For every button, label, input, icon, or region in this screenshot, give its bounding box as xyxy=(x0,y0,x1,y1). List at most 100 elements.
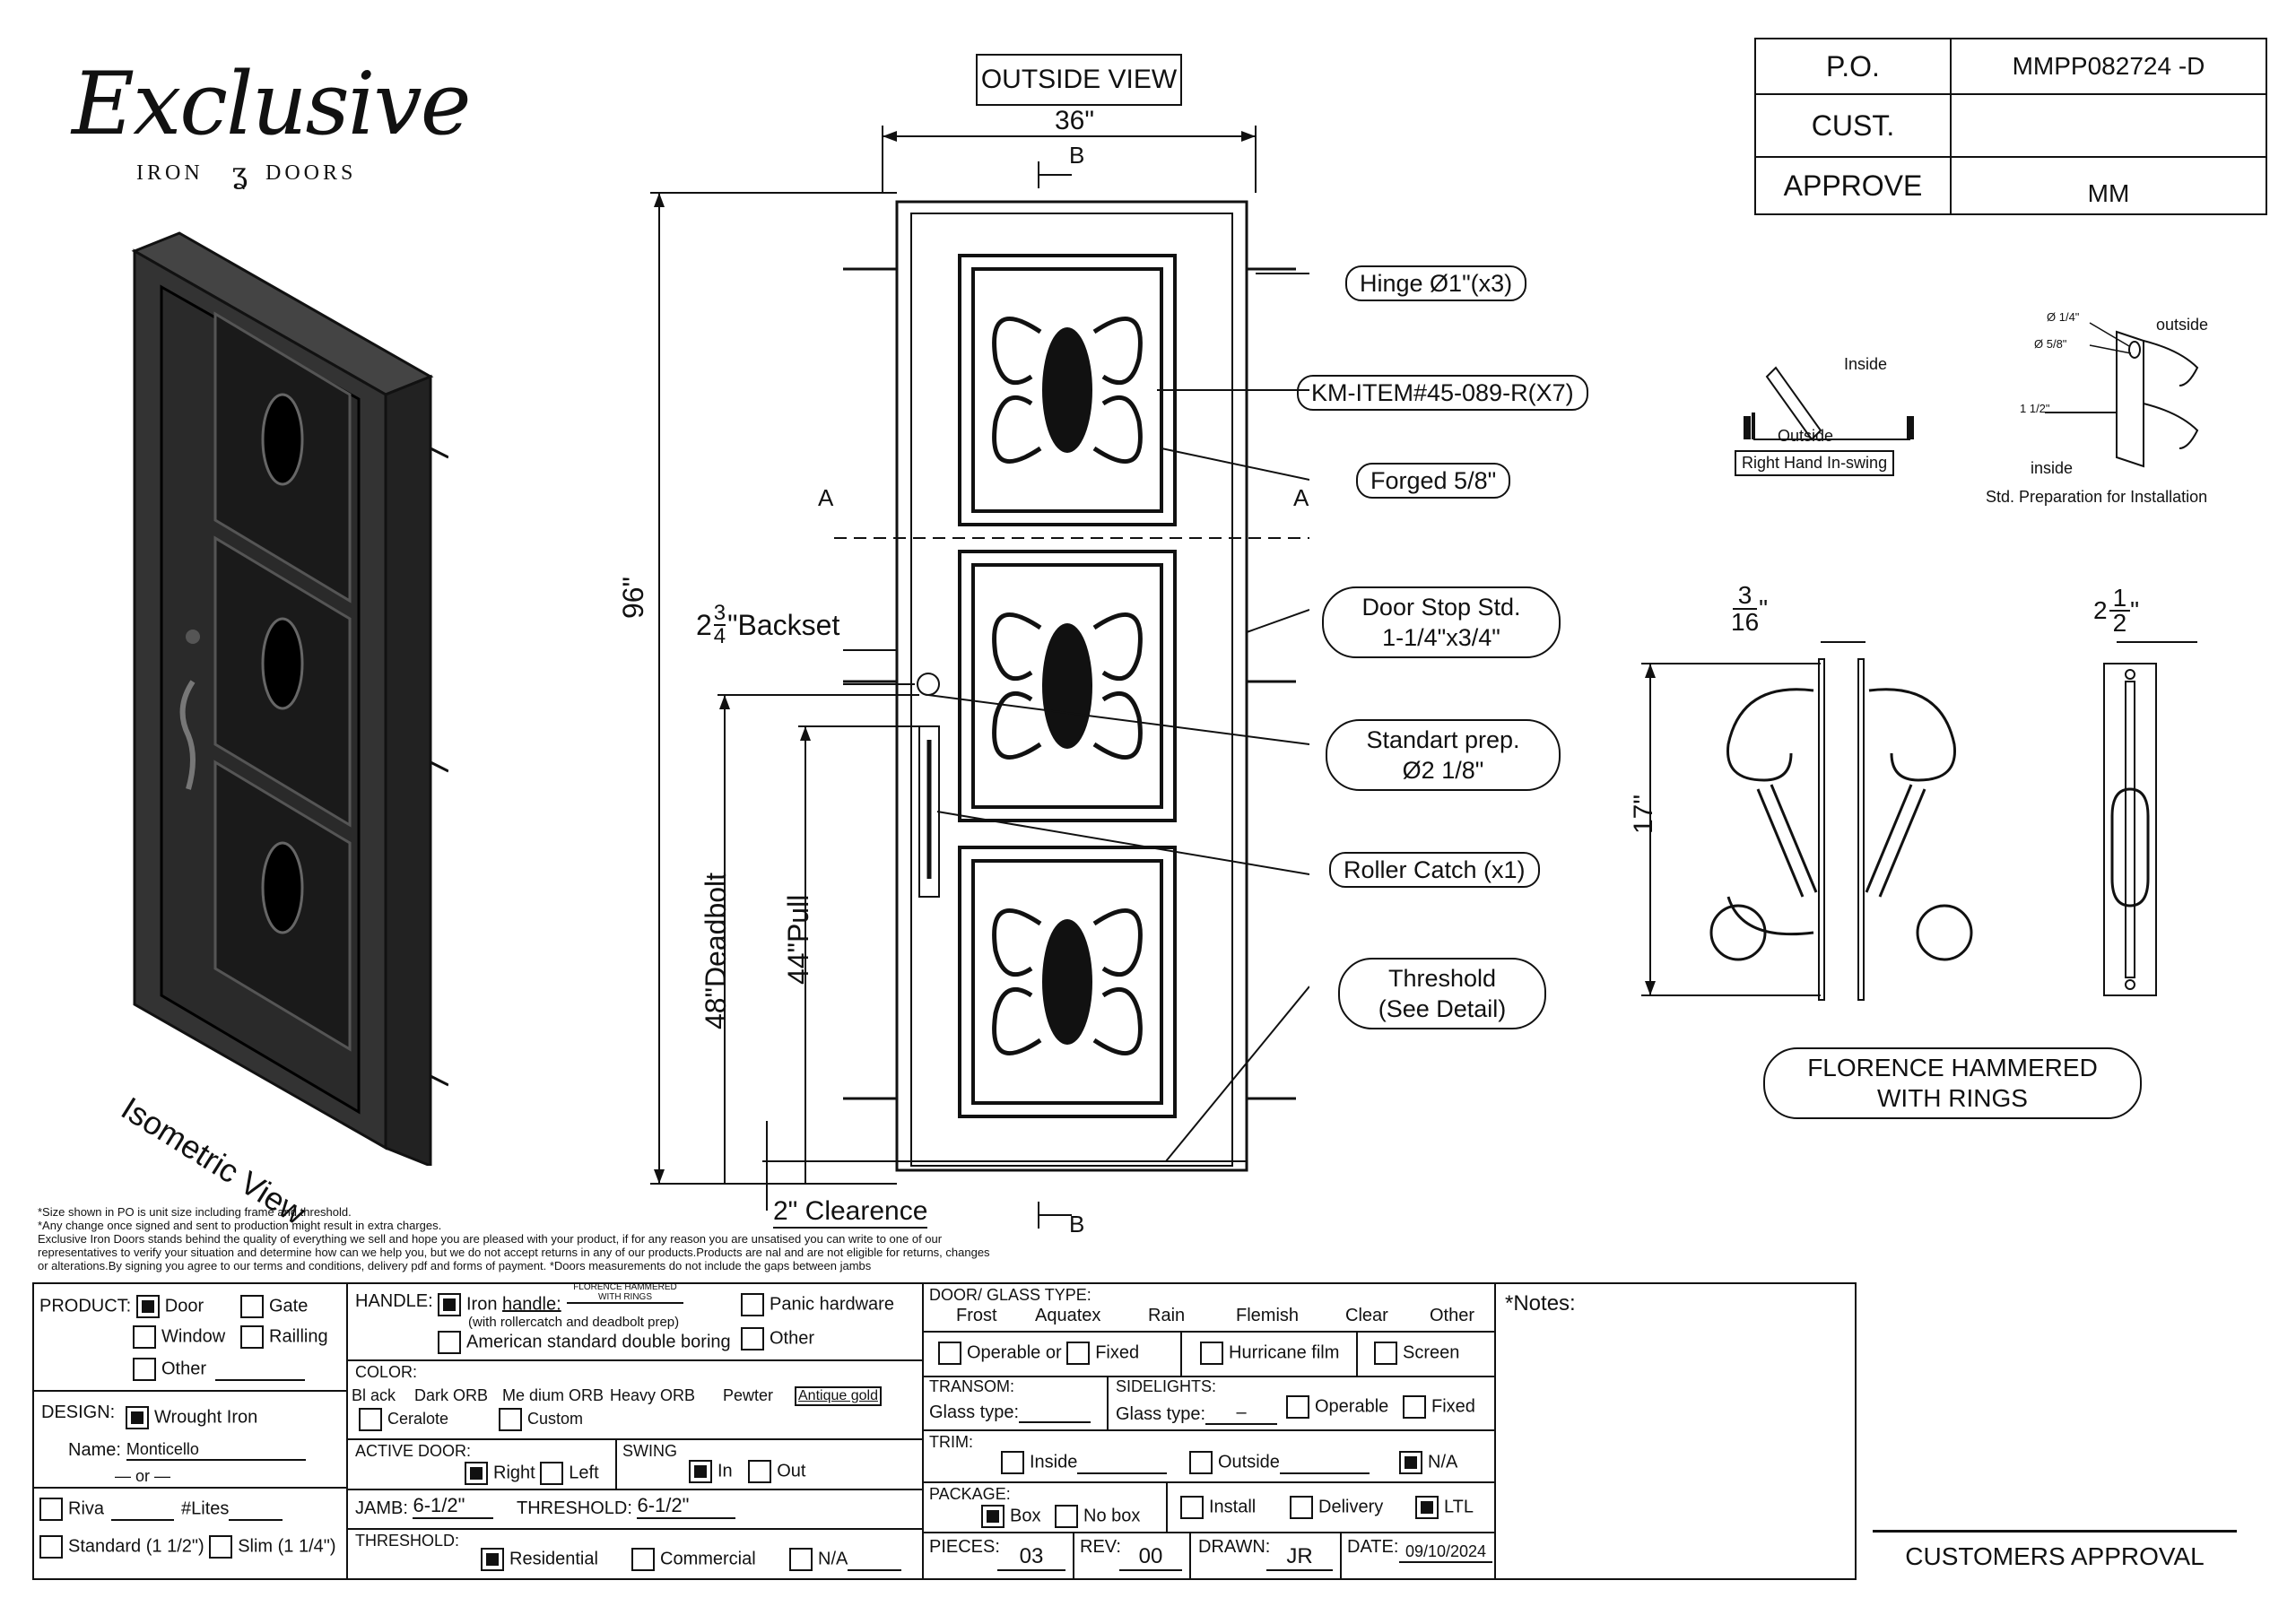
trim-outside-checkbox[interactable] xyxy=(1189,1451,1213,1474)
notes-label: *Notes: xyxy=(1505,1291,1576,1316)
panic-hardware-checkbox[interactable] xyxy=(741,1293,764,1316)
section-a-right: A xyxy=(1293,484,1309,511)
backset-text: "Backset xyxy=(727,608,840,641)
glass-operable-checkbox[interactable] xyxy=(938,1342,961,1365)
depth-whole: 2 xyxy=(2093,596,2108,624)
handle-detail-drawing xyxy=(1641,641,2197,1001)
prep-outside: outside xyxy=(2156,316,2209,334)
jamb-threshold-field[interactable]: 6-1/2" xyxy=(637,1494,736,1519)
riva-checkbox[interactable] xyxy=(39,1498,63,1521)
po-table: P.O. MMPP082724 -D CUST. APPROVE MM xyxy=(1754,38,2267,215)
rev-field[interactable]: 00 xyxy=(1119,1544,1182,1571)
gap-den: 16 xyxy=(1731,608,1760,636)
sidelights-operable-checkbox[interactable] xyxy=(1286,1395,1309,1419)
swing-in-checkbox[interactable] xyxy=(689,1460,712,1483)
outside-view-title: OUTSIDE VIEW xyxy=(980,65,1178,94)
gap-unit: " xyxy=(1759,595,1769,622)
handle-american-checkbox[interactable] xyxy=(438,1331,461,1354)
glass-other[interactable]: Other xyxy=(1430,1306,1475,1325)
package-box-checkbox[interactable] xyxy=(981,1505,1004,1528)
glass-aquatex[interactable]: Aquatex xyxy=(1035,1306,1101,1325)
pieces-field[interactable]: 03 xyxy=(997,1544,1065,1571)
main-door-drawing xyxy=(650,126,1309,1229)
product-gate-checkbox[interactable] xyxy=(240,1295,264,1318)
product-railling-checkbox[interactable] xyxy=(240,1325,264,1349)
color-antique-gold[interactable]: Antique gold xyxy=(795,1386,882,1406)
design-wrought-checkbox[interactable] xyxy=(126,1406,149,1429)
handle-other-checkbox[interactable] xyxy=(741,1327,764,1350)
active-right-checkbox[interactable] xyxy=(465,1462,488,1485)
outside-view-title-box: OUTSIDE VIEW xyxy=(976,54,1182,106)
product-door-checkbox[interactable] xyxy=(135,1295,160,1318)
glass-clear[interactable]: Clear xyxy=(1345,1306,1388,1325)
threshold-residential-checkbox[interactable] xyxy=(481,1548,504,1571)
package-nobox-checkbox[interactable] xyxy=(1055,1505,1079,1528)
product-window-checkbox[interactable] xyxy=(133,1325,156,1349)
pull-dim: 44"Pull xyxy=(782,894,814,985)
handle-iron-checkbox[interactable] xyxy=(438,1293,461,1316)
hurricane-checkbox[interactable] xyxy=(1200,1342,1223,1365)
standard-checkbox[interactable] xyxy=(39,1535,63,1559)
product-label: PRODUCT: xyxy=(39,1296,132,1316)
section-b-bottom: B xyxy=(1069,1211,1085,1238)
date-field[interactable]: 09/10/2024 xyxy=(1399,1542,1492,1563)
color-medium-orb[interactable]: Me dium ORB xyxy=(502,1386,604,1404)
slim-checkbox[interactable] xyxy=(209,1535,233,1559)
threshold-na-checkbox[interactable] xyxy=(789,1548,813,1571)
design-name-field[interactable]: Monticello xyxy=(126,1440,306,1461)
color-dark-orb[interactable]: Dark ORB xyxy=(414,1386,489,1404)
delivery-checkbox[interactable] xyxy=(1290,1496,1313,1519)
ceralote-checkbox[interactable] xyxy=(359,1408,382,1431)
callout-forged: Forged 5/8" xyxy=(1356,463,1511,499)
callout-threshold: Threshold(See Detail) xyxy=(1338,958,1546,1029)
customers-approval: CUSTOMERS APPROVAL xyxy=(1905,1542,2205,1570)
trim-na-checkbox[interactable] xyxy=(1399,1451,1422,1474)
backset-whole: 2 xyxy=(696,608,712,641)
callout-item: KM-ITEM#45-089-R(X7) xyxy=(1297,375,1588,411)
swing-inside: Inside xyxy=(1844,355,1888,373)
color-heavy-orb[interactable]: Heavy ORB xyxy=(610,1386,696,1404)
approve-value: MM xyxy=(2087,179,2130,207)
screen-checkbox[interactable] xyxy=(1374,1342,1397,1365)
prep-offset: 1 1/2" xyxy=(2020,402,2050,415)
install-checkbox[interactable] xyxy=(1180,1496,1204,1519)
custom-color-checkbox[interactable] xyxy=(499,1408,522,1431)
po-label: P.O. xyxy=(1826,49,1880,83)
depth-unit: " xyxy=(2130,596,2140,624)
trim-inside-checkbox[interactable] xyxy=(1001,1451,1024,1474)
active-left-checkbox[interactable] xyxy=(540,1462,564,1485)
section-a-left: A xyxy=(818,484,834,511)
color-black[interactable]: Bl ack xyxy=(352,1386,396,1404)
jamb-field[interactable]: 6-1/2" xyxy=(413,1494,494,1519)
ltl-checkbox[interactable] xyxy=(1415,1496,1439,1519)
glass-flemish[interactable]: Flemish xyxy=(1236,1306,1300,1325)
drawn-field[interactable]: JR xyxy=(1266,1544,1333,1571)
product-section: PRODUCT: Door xyxy=(39,1295,204,1318)
sidelights-fixed-checkbox[interactable] xyxy=(1403,1395,1426,1419)
prep-d2: Ø 5/8" xyxy=(2034,337,2067,351)
callout-std-prep: Standart prep.Ø2 1/8" xyxy=(1326,719,1561,791)
cust-label: CUST. xyxy=(1811,109,1895,142)
swing-out-checkbox[interactable] xyxy=(748,1460,772,1483)
po-value: MMPP082724 -D xyxy=(2012,52,2205,80)
brand-sub-left: IRON xyxy=(136,161,204,185)
swing-caption: Right Hand In-swing xyxy=(1735,450,1895,476)
glass-fixed-checkbox[interactable] xyxy=(1066,1342,1091,1365)
backset-den: 4 xyxy=(713,624,726,648)
isometric-door-drawing xyxy=(131,231,448,1166)
threshold-commercial-checkbox[interactable] xyxy=(631,1548,655,1571)
color-pewter[interactable]: Pewter xyxy=(723,1386,774,1404)
swing-detail-drawing xyxy=(1744,366,1914,441)
brand-ornament-icon: ʓ xyxy=(231,156,248,190)
backset-dim: 2 3 4 "Backset xyxy=(696,603,839,647)
handle-gap-dim: 3 16 " xyxy=(1731,583,1768,635)
fine-print: *Size shown in PO is unit size including… xyxy=(38,1205,990,1272)
glass-rain[interactable]: Rain xyxy=(1148,1306,1186,1325)
product-other-checkbox[interactable] xyxy=(133,1358,156,1381)
brand-script: Exclusive xyxy=(72,54,472,154)
approve-label: APPROVE xyxy=(1783,169,1923,202)
glass-frost[interactable]: Frost xyxy=(956,1306,997,1325)
callout-hinge: Hinge Ø1"(x3) xyxy=(1345,265,1527,301)
clearence-dim: 2" Clearence xyxy=(773,1196,928,1229)
